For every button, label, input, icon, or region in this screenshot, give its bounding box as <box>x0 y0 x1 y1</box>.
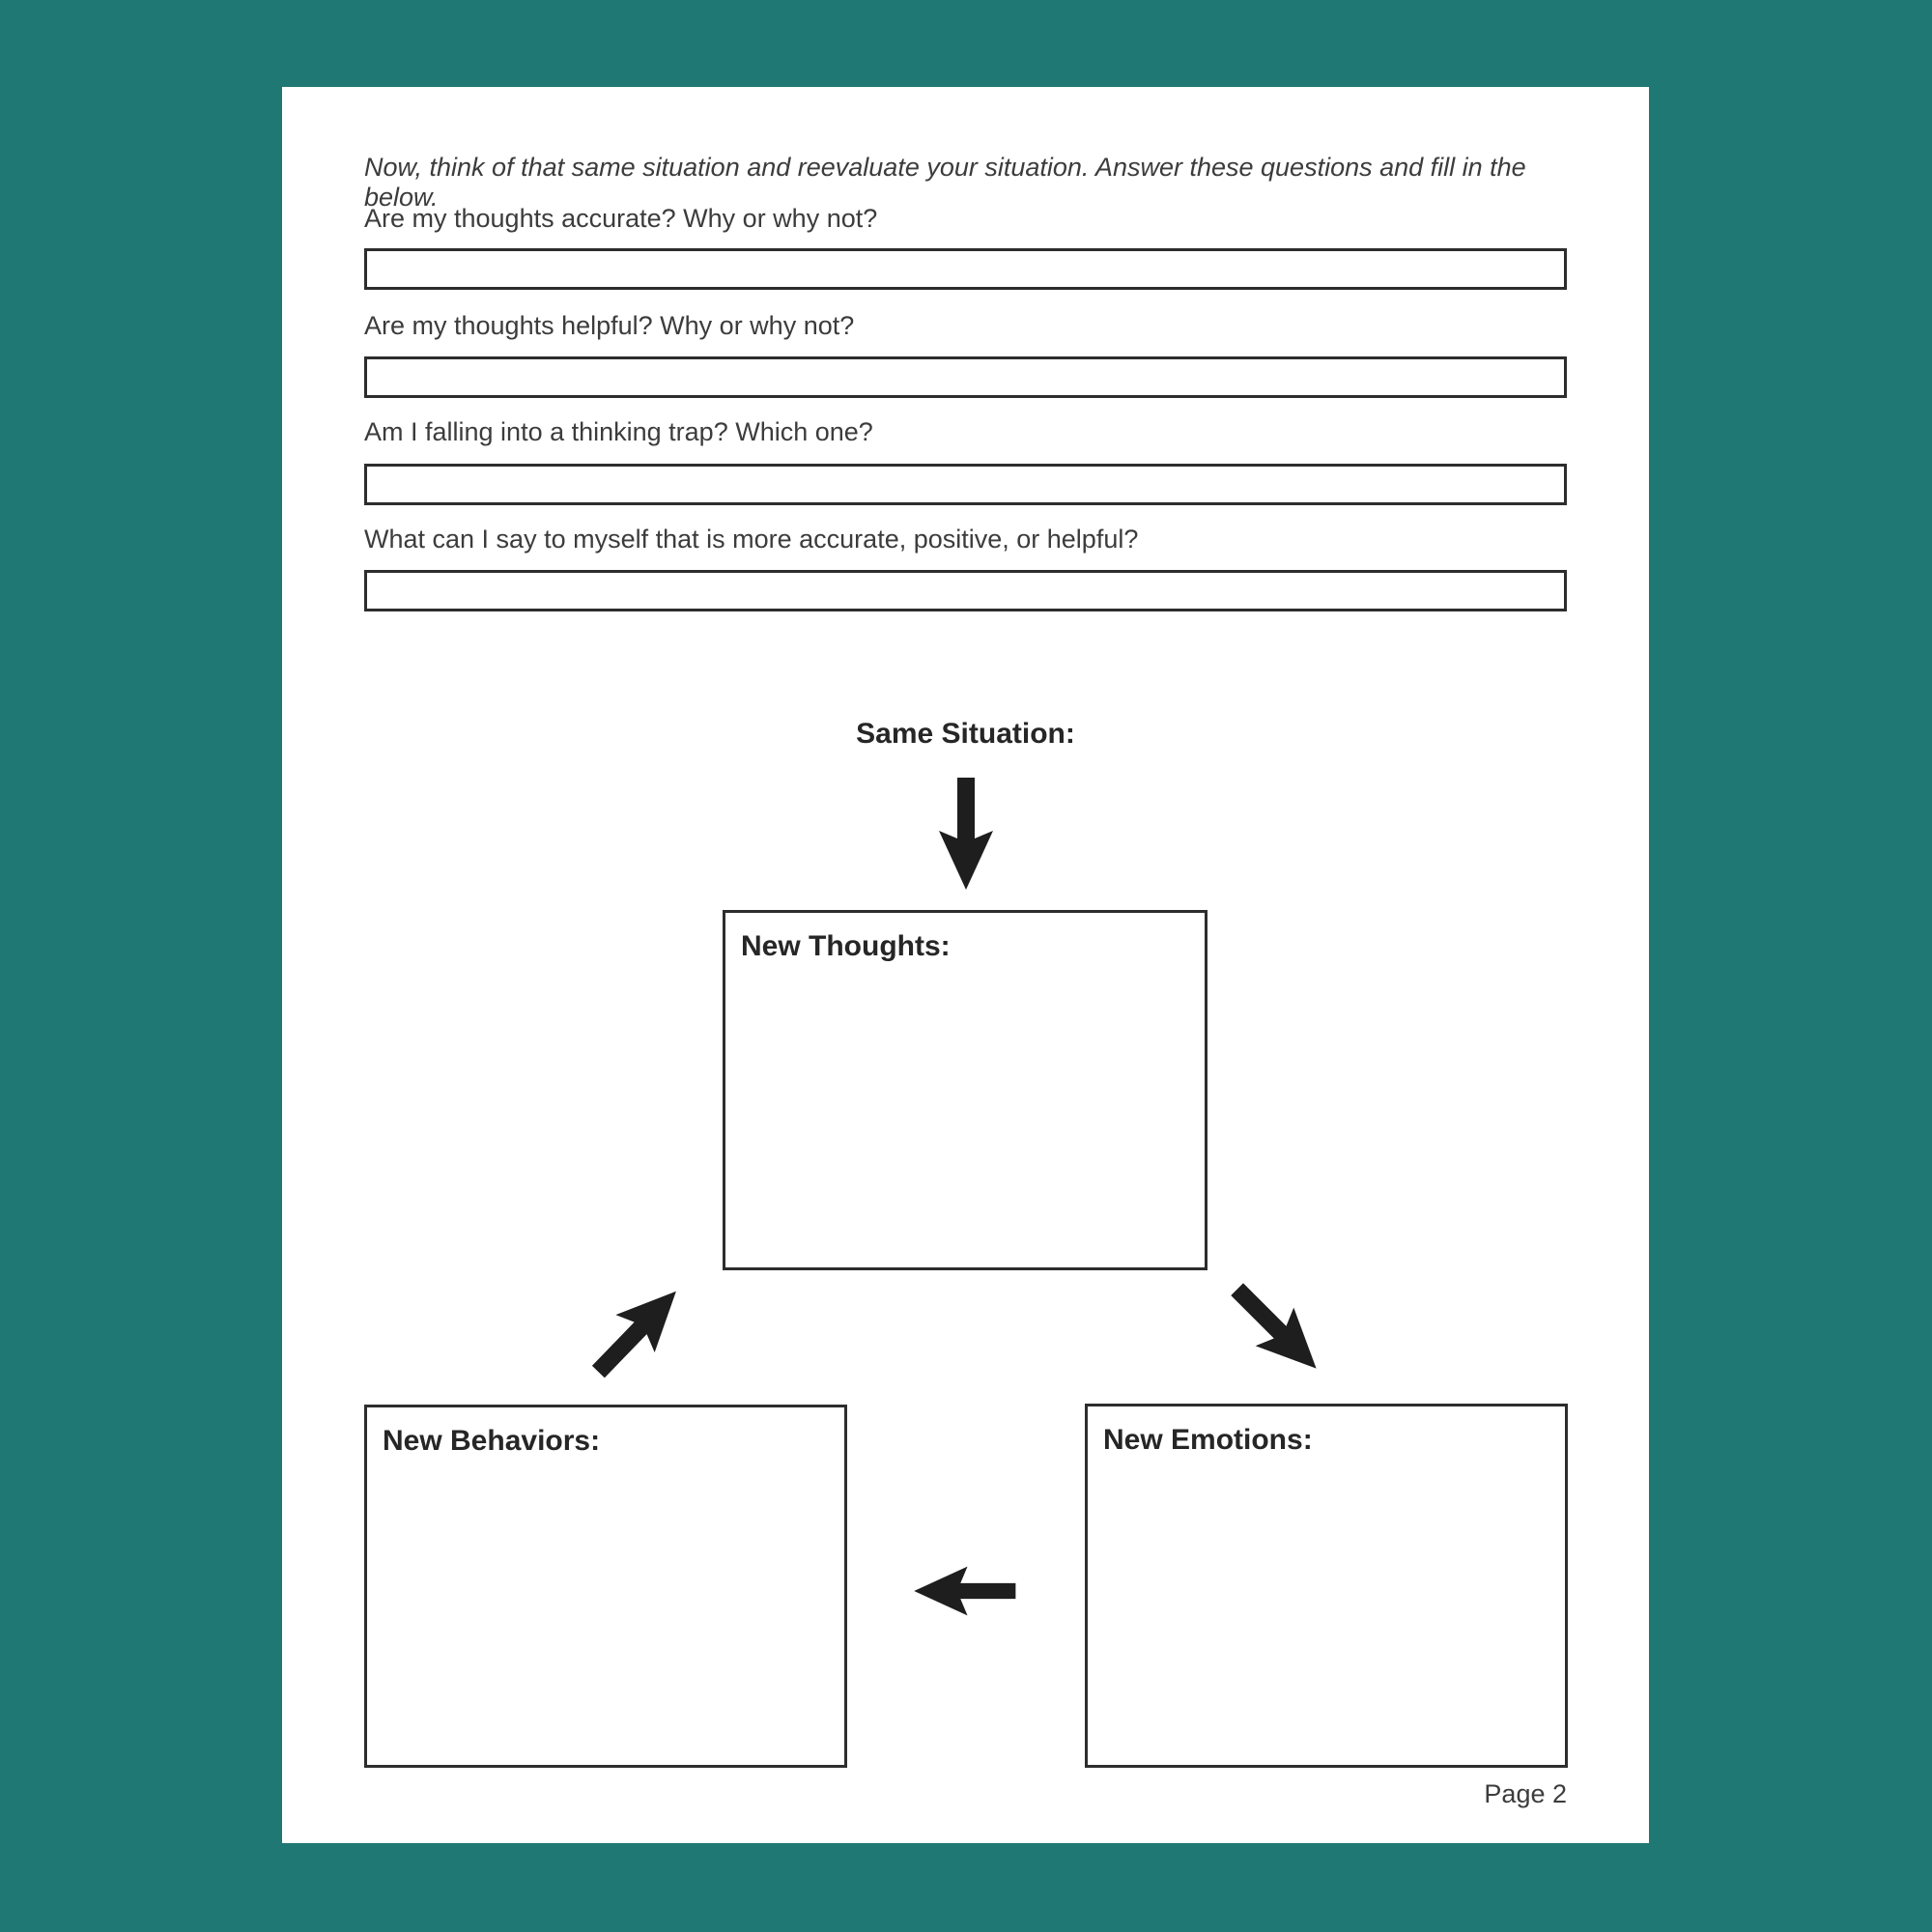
arrow-down-right-icon <box>1231 1283 1317 1369</box>
arrow-down-icon <box>939 778 993 890</box>
answer-input-thoughts-accurate[interactable] <box>364 248 1567 290</box>
page-number: Page 2 <box>1484 1779 1567 1808</box>
new-thoughts-label: New Thoughts: <box>741 930 951 962</box>
intro-instruction-text: Now, think of that same situation and re… <box>364 153 1526 212</box>
new-emotions-label: New Emotions: <box>1103 1424 1313 1456</box>
new-behaviors-box[interactable]: New Behaviors: <box>364 1405 847 1768</box>
answer-input-thinking-trap[interactable] <box>364 464 1567 505</box>
new-emotions-box[interactable]: New Emotions: <box>1085 1404 1568 1768</box>
new-thoughts-box[interactable]: New Thoughts: <box>723 910 1208 1270</box>
worksheet-page: Now, think of that same situation and re… <box>282 87 1649 1843</box>
question-label-thinking-trap: Am I falling into a thinking trap? Which… <box>364 417 873 446</box>
new-behaviors-label: New Behaviors: <box>383 1425 601 1457</box>
same-situation-heading: Same Situation: <box>856 718 1075 750</box>
question-label-say-to-myself: What can I say to myself that is more ac… <box>364 525 1139 554</box>
arrow-left-icon <box>914 1566 1016 1616</box>
answer-input-say-to-myself[interactable] <box>364 570 1567 611</box>
arrow-up-right-icon <box>591 1291 676 1378</box>
question-label-thoughts-accurate: Are my thoughts accurate? Why or why not… <box>364 204 878 233</box>
question-label-thoughts-helpful: Are my thoughts helpful? Why or why not? <box>364 311 855 340</box>
answer-input-thoughts-helpful[interactable] <box>364 356 1567 398</box>
